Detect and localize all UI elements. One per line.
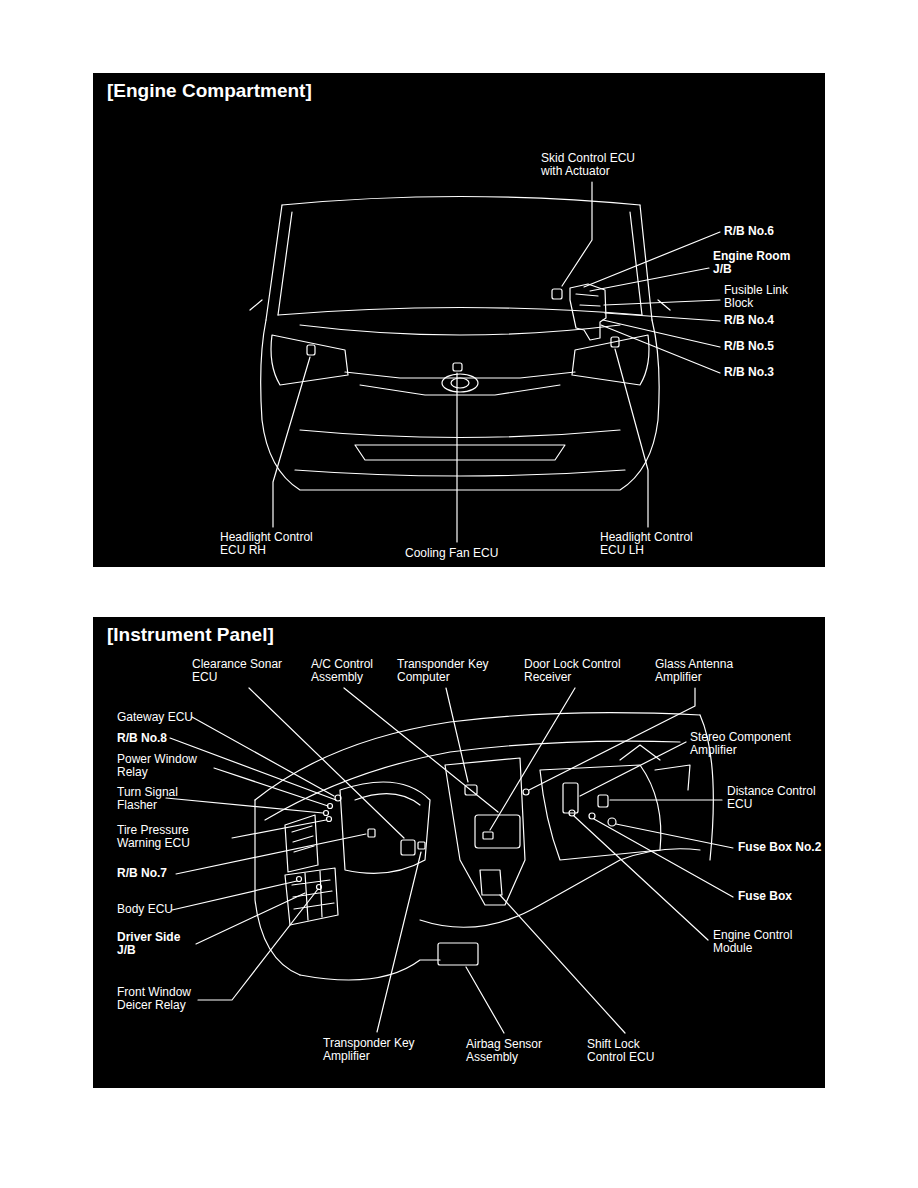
component-label: R/B No.5 xyxy=(724,340,774,353)
component-label: Fuse Box No.2 xyxy=(738,841,821,854)
component-label: R/B No.4 xyxy=(724,314,774,327)
component-label: Engine Control Module xyxy=(713,929,805,955)
component-label: Shift Lock Control ECU xyxy=(587,1038,667,1064)
component-label: Power Window Relay xyxy=(117,753,215,779)
component-label: Transponder Key Amplifier xyxy=(323,1037,435,1063)
component-label: R/B No.3 xyxy=(724,366,774,379)
component-label: Stereo Component Amplifier xyxy=(690,731,815,757)
component-label: R/B No.8 xyxy=(117,732,167,745)
panel-heading: [Engine Compartment] xyxy=(107,80,312,102)
component-label: Gateway ECU xyxy=(117,711,193,724)
component-label: R/B No.7 xyxy=(117,867,167,880)
component-label: Front Window Deicer Relay xyxy=(117,986,219,1012)
component-label: Cooling Fan ECU xyxy=(405,547,498,560)
component-label: R/B No.6 xyxy=(724,225,774,238)
component-label: Glass Antenna Amplifier xyxy=(655,658,745,684)
component-label: Skid Control ECU with Actuator xyxy=(541,152,647,178)
panel-heading: [Instrument Panel] xyxy=(107,624,274,646)
component-label: Engine Room J/B xyxy=(713,250,803,276)
component-label: Distance Control ECU xyxy=(727,785,817,811)
component-label: Turn Signal Flasher xyxy=(117,786,199,812)
component-label: Transponder Key Computer xyxy=(397,658,509,684)
component-label: Door Lock Control Receiver xyxy=(524,658,621,684)
component-label: A/C Control Assembly xyxy=(311,658,391,684)
component-label: Tire Pressure Warning ECU xyxy=(117,824,217,850)
component-label: Headlight Control ECU LH xyxy=(600,531,718,557)
component-label: Airbag Sensor Assembly xyxy=(466,1038,558,1064)
component-label: Driver Side J/B xyxy=(117,931,199,957)
component-label: Headlight Control ECU RH xyxy=(220,531,338,557)
component-label: Body ECU xyxy=(117,903,173,916)
component-label: Clearance Sonar ECU xyxy=(192,658,302,684)
component-label: Fuse Box xyxy=(738,890,792,903)
diagram-panel: [Engine Compartment] xyxy=(93,73,825,567)
component-label: Fusible Link Block xyxy=(724,284,802,310)
